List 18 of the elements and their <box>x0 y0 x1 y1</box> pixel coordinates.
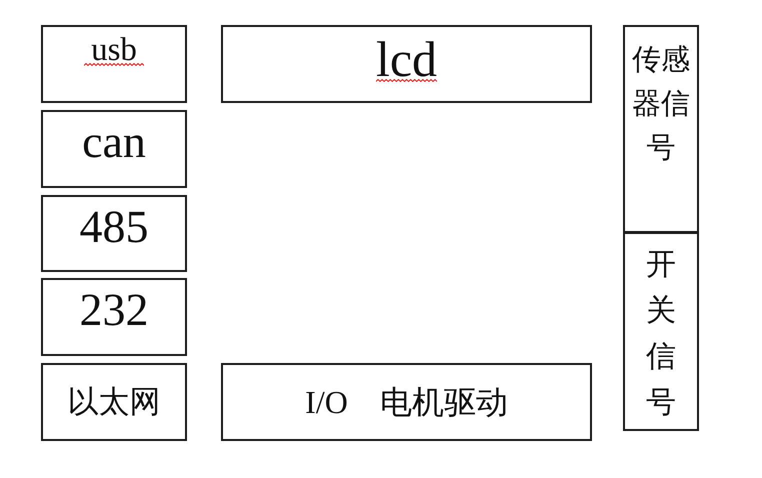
block-box <box>41 278 187 356</box>
block-box <box>41 195 187 272</box>
block-label: can <box>82 115 146 169</box>
block-label: I/O 电机驱动 <box>305 382 508 422</box>
block-label: 开关信号 <box>646 247 676 421</box>
block-box <box>221 25 592 103</box>
block-label: lcd <box>376 42 438 78</box>
block-box <box>41 25 187 103</box>
block-label: 232 <box>80 283 148 337</box>
block-box <box>41 363 187 441</box>
block-label: 传感器信号 <box>632 43 690 166</box>
block-box <box>623 232 699 431</box>
block-label: 以太网 <box>68 383 160 421</box>
block-box <box>221 363 592 441</box>
block-label: 485 <box>80 200 148 254</box>
block-label: usb <box>90 38 138 62</box>
block-box <box>41 110 187 188</box>
block-box <box>623 25 699 233</box>
